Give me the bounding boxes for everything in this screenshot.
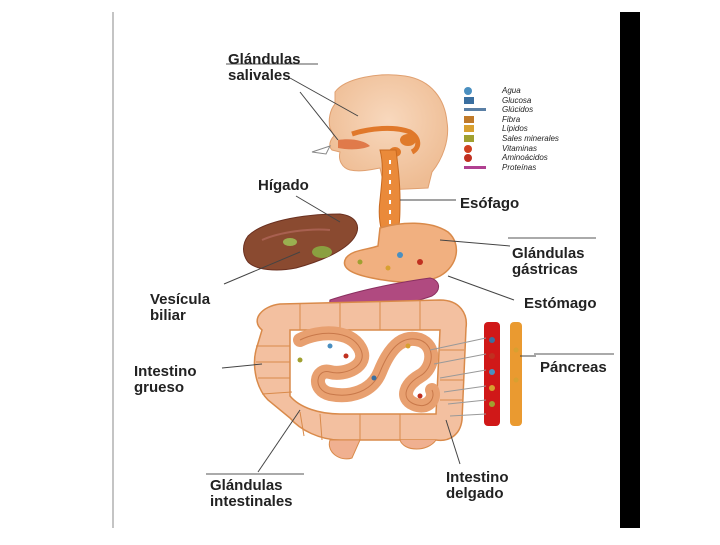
legend-label: Proteínas [502, 163, 536, 172]
legend-item: Glúcidos [458, 105, 598, 115]
legend-label: Glúcidos [502, 105, 533, 114]
input-arrow [312, 146, 330, 154]
legend-label: Fibra [502, 115, 520, 124]
ball-icon [464, 145, 472, 153]
chain-icon [464, 108, 486, 111]
gallbladder [312, 246, 332, 258]
square-icon [464, 97, 474, 104]
legend-label: Vitaminas [502, 144, 537, 153]
label-glandulas-gastricas: Glándulas gástricas [512, 246, 585, 278]
bile-duct-blob [283, 238, 297, 246]
label-glandulas-salivales: Glándulas salivales [228, 52, 301, 84]
legend-label: Lípidos [502, 124, 528, 133]
liver [244, 214, 358, 270]
legend-label: Glucosa [502, 96, 531, 105]
legend-label: Sales minerales [502, 134, 559, 143]
legend-item: Glucosa [458, 96, 598, 106]
label-intestino-grueso: Intestino grueso [134, 364, 197, 396]
label-estomago: Estómago [524, 296, 597, 312]
drop-icon [464, 87, 472, 95]
small-intestine [300, 333, 433, 405]
legend-label: Agua [502, 86, 521, 95]
legend-item: Agua [458, 86, 598, 96]
rectum [329, 440, 360, 459]
legend-label: Aminoácidos [502, 153, 548, 162]
appendix [400, 440, 436, 449]
lymph-vessel [510, 322, 522, 426]
legend-item: Vitaminas [458, 144, 598, 154]
branch-icon [464, 116, 474, 123]
label-intestino-delgado: Intestino delgado [446, 470, 509, 502]
label-esofago: Esófago [460, 196, 519, 212]
legend-item: Sales minerales [458, 134, 598, 144]
leaf-icon [464, 135, 474, 142]
salivary-gland [400, 134, 416, 146]
ball-icon [464, 154, 472, 162]
legend-item: Proteínas [458, 163, 598, 173]
label-vesicula-biliar: Vesícula biliar [150, 292, 210, 324]
label-pancreas: Páncreas [540, 360, 607, 376]
label-glandulas-intestinales: Glándulas intestinales [210, 478, 293, 510]
comb-icon [464, 125, 474, 132]
legend-item: Fibra [458, 115, 598, 125]
chain-icon [464, 166, 486, 169]
legend-item: Lípidos [458, 124, 598, 134]
legend-item: Aminoácidos [458, 153, 598, 163]
label-higado: Hígado [258, 178, 309, 194]
right-black-bar [620, 12, 640, 528]
